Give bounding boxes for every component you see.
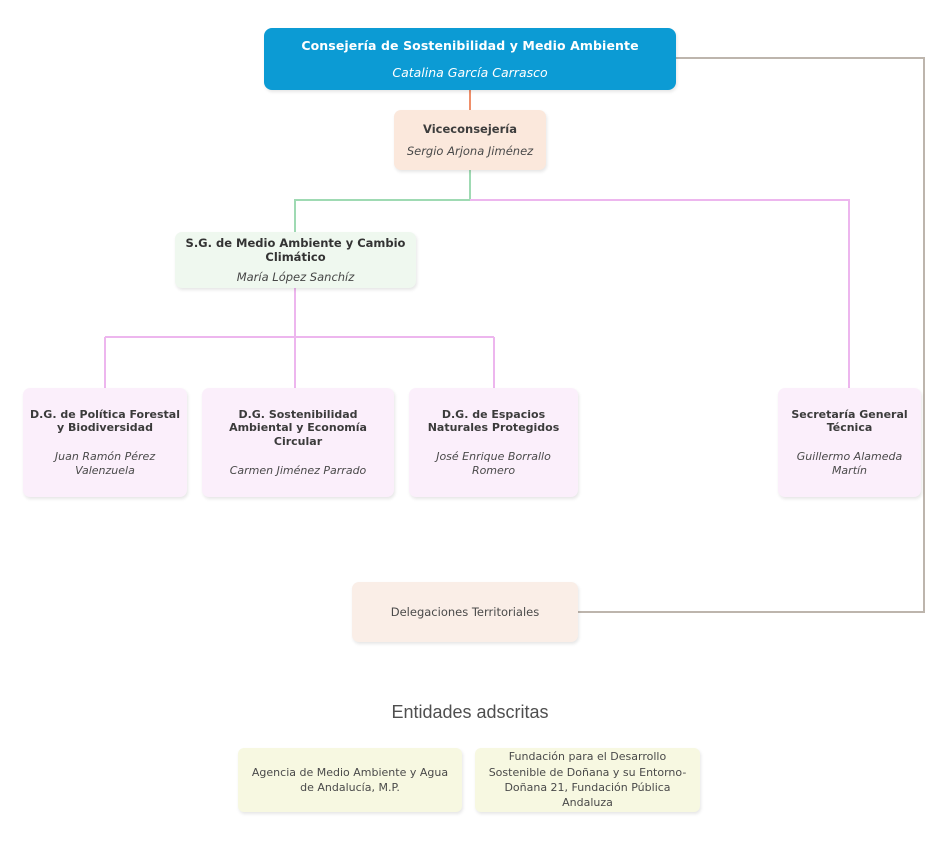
node-viceconsejeria-title: Viceconsejería [423, 122, 517, 137]
node-delegaciones-label: Delegaciones Territoriales [390, 605, 540, 619]
connector-viceconsejeria-sgt [470, 199, 850, 388]
node-entity-fundacion-label: Fundación para el Desarrollo Sostenible … [488, 750, 687, 810]
node-consejeria[interactable]: Consejería de Sostenibilidad y Medio Amb… [264, 28, 676, 90]
node-dg-espacios-person: José Enrique Borrallo Romero [436, 450, 551, 477]
node-sgt-person: Guillermo Alameda Martín [796, 450, 903, 477]
node-dg-sostenibilidad-ambiental-economia-circular[interactable]: D.G. Sostenibilidad Ambiental y Economía… [202, 388, 394, 497]
node-entity-agencia-medio-ambiente-agua[interactable]: Agencia de Medio Ambiente y Agua de Anda… [238, 748, 462, 812]
connector-consejeria-delegaciones [578, 57, 925, 613]
node-dg-sostenibilidad-title: D.G. Sostenibilidad Ambiental y Economía… [229, 407, 367, 449]
node-secretaria-general-tecnica[interactable]: Secretaría General Técnica Guillermo Ala… [778, 388, 921, 497]
node-dg-politica-forestal-biodiversidad[interactable]: D.G. de Política Forestal y Biodiversida… [23, 388, 187, 497]
node-viceconsejeria[interactable]: Viceconsejería Sergio Arjona Jiménez [394, 110, 546, 170]
node-dg-espacios-title: D.G. de Espacios Naturales Protegidos [427, 407, 560, 435]
node-dg-forestal-person: Juan Ramón Pérez Valenzuela [54, 450, 156, 477]
node-sg-medio-ambiente-cambio-climatico[interactable]: S.G. de Medio Ambiente y Cambio Climátic… [175, 232, 416, 288]
connector-viceconsejeria-sg [294, 170, 471, 232]
node-delegaciones-territoriales[interactable]: Delegaciones Territoriales [352, 582, 578, 642]
node-consejeria-person: Catalina García Carrasco [392, 64, 548, 80]
node-entity-fundacion-donana-21[interactable]: Fundación para el Desarrollo Sostenible … [475, 748, 700, 812]
node-dg-espacios-naturales-protegidos[interactable]: D.G. de Espacios Naturales Protegidos Jo… [409, 388, 578, 497]
node-sg-title: S.G. de Medio Ambiente y Cambio Climátic… [185, 235, 406, 265]
node-dg-sostenibilidad-person: Carmen Jiménez Parrado [229, 463, 367, 477]
node-viceconsejeria-person: Sergio Arjona Jiménez [406, 143, 534, 158]
entidades-adscritas-heading: Entidades adscritas [391, 702, 549, 722]
node-consejeria-title: Consejería de Sostenibilidad y Medio Amb… [301, 37, 639, 53]
node-sgt-title: Secretaría General Técnica [791, 407, 908, 435]
node-dg-forestal-title: D.G. de Política Forestal y Biodiversida… [30, 407, 180, 435]
node-sg-person: María López Sanchíz [236, 269, 355, 284]
node-entity-agencia-label: Agencia de Medio Ambiente y Agua de Anda… [251, 765, 449, 794]
